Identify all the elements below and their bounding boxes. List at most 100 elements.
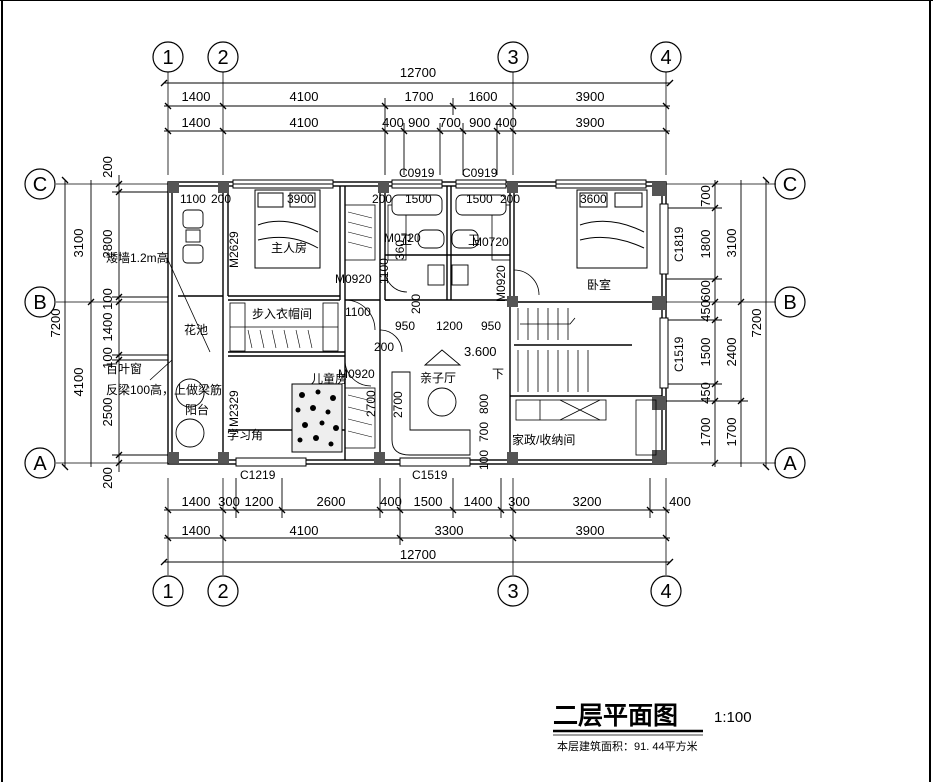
code-c1819: C1819: [672, 226, 686, 262]
dim-top2-3: 900: [408, 115, 430, 130]
right-dimension-lines: [666, 176, 770, 471]
code-m0920-a: M0920: [335, 272, 372, 286]
grid-label-3b: 3: [507, 581, 518, 603]
drawing-scale: 1:100: [714, 709, 752, 726]
code-c0919-a: C0919: [399, 166, 435, 180]
grid-label-b2: B: [783, 292, 796, 314]
balcony-furniture: [175, 209, 205, 448]
grid-bubbles-left: C B A: [24, 168, 56, 479]
grid-bubbles-right: C B A: [774, 168, 806, 479]
dim-left-inner-2: 100: [100, 288, 115, 310]
dim-top1-0: 1400: [182, 89, 211, 104]
dim-top2-7: 3900: [576, 115, 605, 130]
dim-in-1100b: 1100: [345, 305, 371, 319]
room-balcony: 阳台: [185, 402, 209, 417]
dim-bot1-5: 1500: [414, 494, 443, 509]
room-bedroom: 卧室: [587, 277, 611, 292]
dim-bot1-1: 300: [218, 494, 240, 509]
notes: 矮墙1.2m高 百叶窗 反梁100高，上做梁筋 3.600: [106, 250, 497, 397]
code-c0919-b: C0919: [462, 166, 498, 180]
left-dimension-lines: [61, 175, 168, 472]
title-block: 二层平面图 1:100 本层建筑面积：91. 44平方米: [553, 702, 752, 753]
grid-label-a2: A: [783, 453, 797, 475]
dim-left-inner-4: 100: [100, 347, 115, 369]
grid-label-b: B: [33, 292, 46, 314]
kids-bed-pattern: [295, 389, 339, 447]
dim-top1-2: 1700: [405, 89, 434, 104]
note-elevation: 3.600: [464, 344, 497, 359]
code-c1219: C1219: [240, 468, 276, 482]
room-kids: 儿童房: [311, 371, 347, 386]
grid-bubbles-bottom: 1 2 3 4: [152, 575, 682, 607]
room-storage: 家政/收纳间: [512, 432, 575, 447]
dim-right-inner-5: 450: [698, 382, 713, 404]
room-labels: 主人房 卧室 步入衣帽间 儿童房 亲子厅 学习角 阳台 花池 家政/收纳间 卫 …: [184, 233, 611, 447]
dim-in-800: 800: [477, 394, 491, 414]
dim-bot1-9: 400: [669, 494, 691, 509]
dim-left-total: 7200: [48, 309, 63, 338]
grid-label-3: 3: [507, 47, 518, 69]
dim-top2-4: 700: [439, 115, 461, 130]
dim-in-2700: 2700: [364, 390, 378, 417]
stair-treads: [517, 308, 589, 392]
grid-bubbles-top: 1 2 3 4: [152, 41, 682, 73]
dim-top2-6: 400: [495, 115, 517, 130]
dim-in-360: 360: [393, 240, 407, 260]
room-bath-a: 卫: [400, 233, 412, 247]
dim-right-outer-1: 2400: [724, 338, 739, 367]
note-beam: 反梁100高，上做梁筋: [106, 382, 222, 397]
dim-in-1500a: 1500: [405, 192, 432, 206]
code-m0720-b: M0720: [472, 235, 509, 249]
dim-top1-3: 1600: [469, 89, 498, 104]
grid-label-1b: 1: [162, 581, 173, 603]
note-parapet: 矮墙1.2m高: [106, 250, 169, 265]
dim-left-outer-1: 4100: [71, 368, 86, 397]
dim-right-inner-1: 1800: [698, 230, 713, 259]
room-master: 主人房: [271, 240, 307, 255]
room-walk-in: 步入衣帽间: [252, 306, 312, 321]
dim-in-200a: 200: [211, 192, 231, 206]
dim-right-outer-0: 3100: [724, 229, 739, 258]
door-swings: [344, 269, 540, 387]
dim-bot1-3: 2600: [317, 494, 346, 509]
windows: [232, 179, 669, 467]
columns: [168, 182, 666, 464]
dim-bot1-4: 400: [380, 494, 402, 509]
dim-bot1-7: 300: [508, 494, 530, 509]
dim-in-1200: 1200: [436, 319, 463, 333]
dim-bottom-total: 12700: [400, 547, 436, 562]
dim-in-950a: 950: [395, 319, 415, 333]
dim-in-1500b: 1500: [466, 192, 493, 206]
dim-bot1-6: 1400: [464, 494, 493, 509]
grid-label-4b: 4: [660, 581, 671, 603]
grid-label-4: 4: [660, 47, 671, 69]
dim-in-200c: 200: [500, 192, 520, 206]
dim-top2-2: 400: [382, 115, 404, 130]
dim-in-200d: 200: [374, 340, 394, 354]
dim-left-inner-3: 1400: [100, 313, 115, 342]
code-m2629: M2629: [227, 231, 241, 268]
grid-label-2b: 2: [217, 581, 228, 603]
note-louver: 百叶窗: [106, 362, 142, 376]
dim-top2-5: 900: [469, 115, 491, 130]
dim-right-total: 7200: [749, 309, 764, 338]
code-m0920-c: M0920: [338, 367, 375, 381]
code-c1519-b: C1519: [412, 468, 448, 482]
grid-label-1: 1: [162, 47, 173, 69]
dim-in-3900: 3900: [287, 192, 314, 206]
grid-label-c2: C: [783, 174, 797, 196]
bottom-dimension-text: 1400 300 1200 2600 400 1500 1400 300 320…: [182, 494, 691, 562]
dim-left-inner-0: 200: [100, 156, 115, 178]
dim-right-inner-4: 1500: [698, 338, 713, 367]
dim-in-100: 100: [477, 450, 491, 470]
grid-label-2: 2: [217, 47, 228, 69]
dim-left-inner-1: 2800: [100, 230, 115, 259]
leader-lines: [149, 259, 211, 381]
drawing-title: 二层平面图: [553, 702, 678, 730]
dim-in-950b: 950: [481, 319, 501, 333]
floor-area-note: 本层建筑面积：91. 44平方米: [557, 739, 698, 753]
dim-bot2-0: 1400: [182, 523, 211, 538]
room-family-hall: 亲子厅: [420, 371, 456, 385]
dim-top2-0: 1400: [182, 115, 211, 130]
dim-right-inner-0: 700: [698, 185, 713, 207]
